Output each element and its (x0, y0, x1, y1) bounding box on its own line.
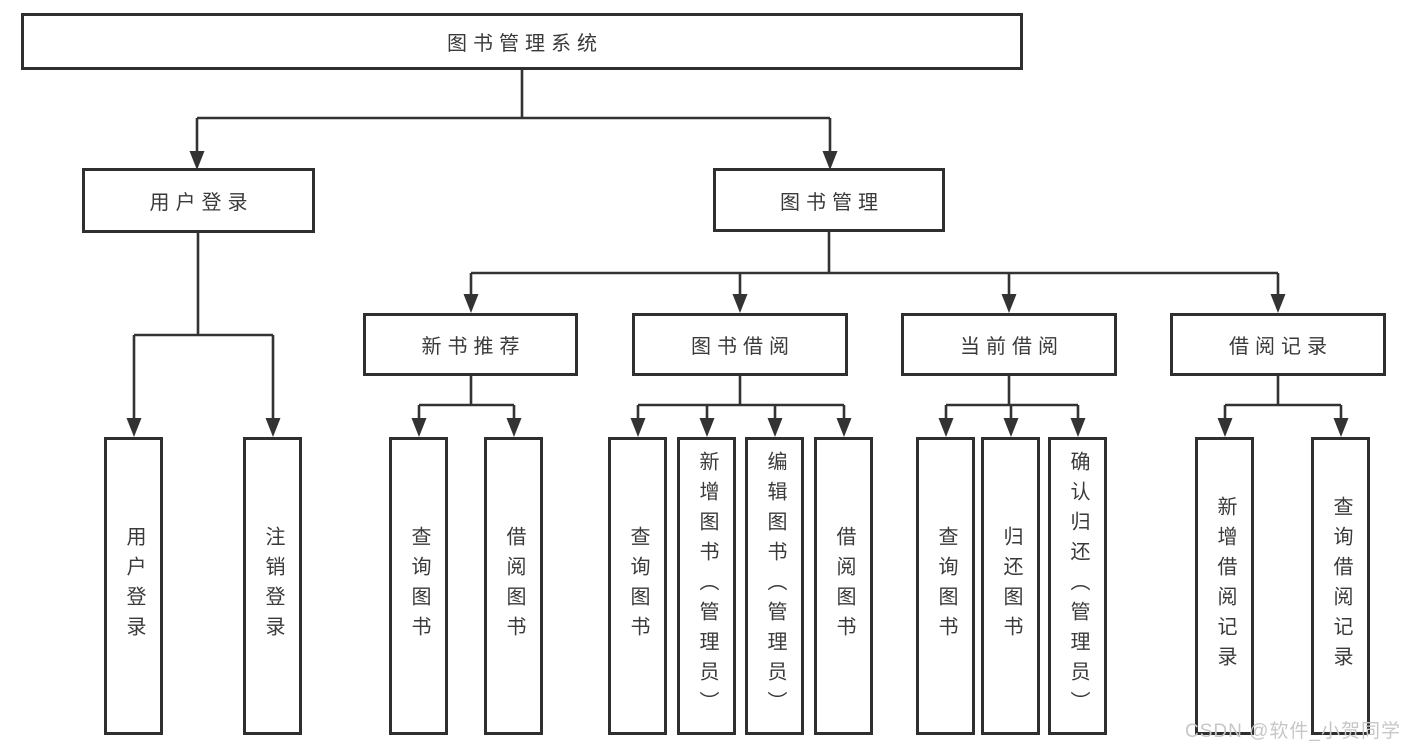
arrowhead (1070, 418, 1086, 437)
arrowhead (630, 418, 646, 437)
wire-book-mgmt (469, 232, 1280, 294)
wire-book-borrow (636, 376, 846, 418)
csdn-watermark: CSDN @软件_小贺同学 (1185, 721, 1401, 742)
node-new-book-recommend: 新书推荐 (363, 313, 578, 376)
leaf-query-books-current: 查询图书 (916, 437, 975, 735)
arrowhead (1217, 418, 1233, 437)
arrowhead (938, 418, 954, 437)
arrowhead (732, 294, 748, 313)
arrowhead (126, 418, 142, 437)
wire-current-borrow (944, 376, 1080, 418)
leaf-query-books-borrowing: 查询图书 (608, 437, 667, 735)
arrowhead (1001, 294, 1017, 313)
arrowhead (767, 418, 783, 437)
arrowhead (265, 418, 281, 437)
leaf-query-books-recommend: 查询图书 (389, 437, 448, 735)
leaf-borrow-books-recommend: 借阅图书 (484, 437, 543, 735)
arrowhead (699, 418, 715, 437)
arrowhead (411, 418, 427, 437)
arrowhead (463, 294, 479, 313)
leaf-user-login: 用户登录 (104, 437, 163, 735)
leaf-add-books-admin: 新增图书（管理员） (677, 437, 736, 735)
node-root-system: 图书管理系统 (21, 13, 1023, 70)
leaf-query-borrow-record: 查询借阅记录 (1311, 437, 1370, 735)
leaf-confirm-return-admin: 确认归还（管理员） (1048, 437, 1107, 735)
wire-user-login (132, 233, 275, 418)
node-user-login-branch: 用户登录 (82, 168, 315, 233)
node-book-management-branch: 图书管理 (713, 168, 945, 232)
leaf-edit-books-admin: 编辑图书（管理员） (745, 437, 804, 735)
wire-new-book (417, 376, 516, 418)
node-current-borrowing: 当前借阅 (901, 313, 1117, 376)
arrowhead (506, 418, 522, 437)
leaf-add-borrow-record: 新增借阅记录 (1195, 437, 1254, 735)
leaf-borrow-books-borrowing: 借阅图书 (814, 437, 873, 735)
arrowhead (1270, 294, 1286, 313)
node-book-borrowing: 图书借阅 (632, 313, 848, 376)
arrowhead (189, 151, 205, 170)
node-borrowing-records: 借阅记录 (1170, 313, 1386, 376)
arrowhead (822, 151, 838, 170)
arrowhead (1003, 418, 1019, 437)
wire-borrow-record (1223, 376, 1343, 418)
leaf-return-books: 归还图书 (981, 437, 1040, 735)
arrowhead (1333, 418, 1349, 437)
leaf-logout: 注销登录 (243, 437, 302, 735)
arrowhead (836, 418, 852, 437)
wire-root (195, 70, 832, 151)
